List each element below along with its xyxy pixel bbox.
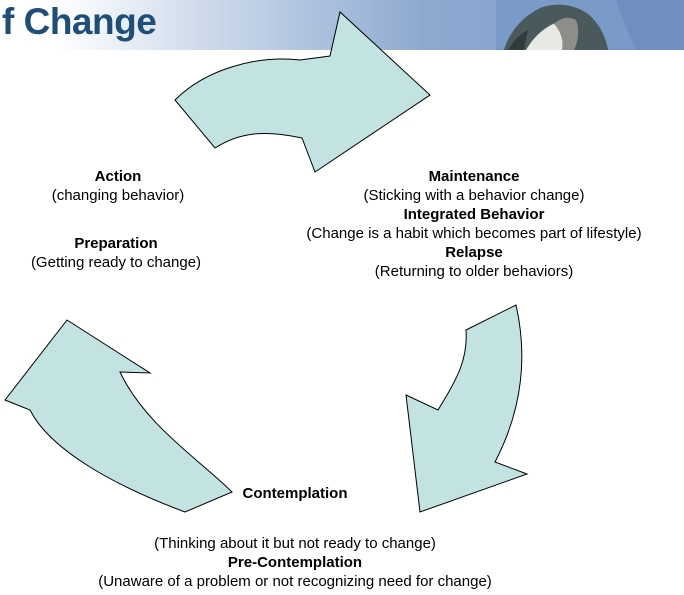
stage-contemplation-group: (Thinking about it but not ready to chan… — [70, 534, 520, 591]
stage-contemplation-desc: (Thinking about it but not ready to chan… — [154, 535, 436, 552]
stage-integrated-desc: (Change is a habit which becomes part of… — [306, 225, 642, 242]
top-arrow-shape — [174, 11, 431, 173]
stage-relapse-name: Relapse — [445, 244, 503, 261]
stage-action-name: Action — [94, 168, 142, 185]
stage-maintenance-group: Maintenance (Sticking with a behavior ch… — [264, 167, 684, 281]
right-arrow-shape — [405, 304, 529, 513]
stage-precontemplation-name: Pre-Contemplation — [227, 554, 363, 571]
stage-contemplation-name: Contemplation — [242, 485, 348, 502]
stage-maintenance-desc: (Sticking with a behavior change) — [363, 187, 585, 204]
stage-maintenance-name: Maintenance — [428, 168, 520, 185]
stage-relapse-desc: (Returning to older behaviors) — [374, 263, 574, 280]
stage-action: Action (changing behavior) — [13, 167, 223, 205]
page-title: f Change — [2, 1, 157, 42]
stage-integrated-name: Integrated Behavior — [403, 206, 545, 223]
stage-preparation: Preparation (Getting ready to change) — [0, 234, 232, 272]
stage-contemplation-title: Contemplation — [190, 484, 400, 503]
stage-preparation-desc: (Getting ready to change) — [30, 254, 202, 271]
left-arrow-shape — [4, 319, 233, 513]
stage-preparation-name: Preparation — [74, 235, 158, 252]
stage-action-desc: (changing behavior) — [51, 187, 185, 204]
stage-precontemplation-desc: (Unaware of a problem or not recognizing… — [98, 573, 492, 590]
header-photo — [496, 0, 684, 50]
